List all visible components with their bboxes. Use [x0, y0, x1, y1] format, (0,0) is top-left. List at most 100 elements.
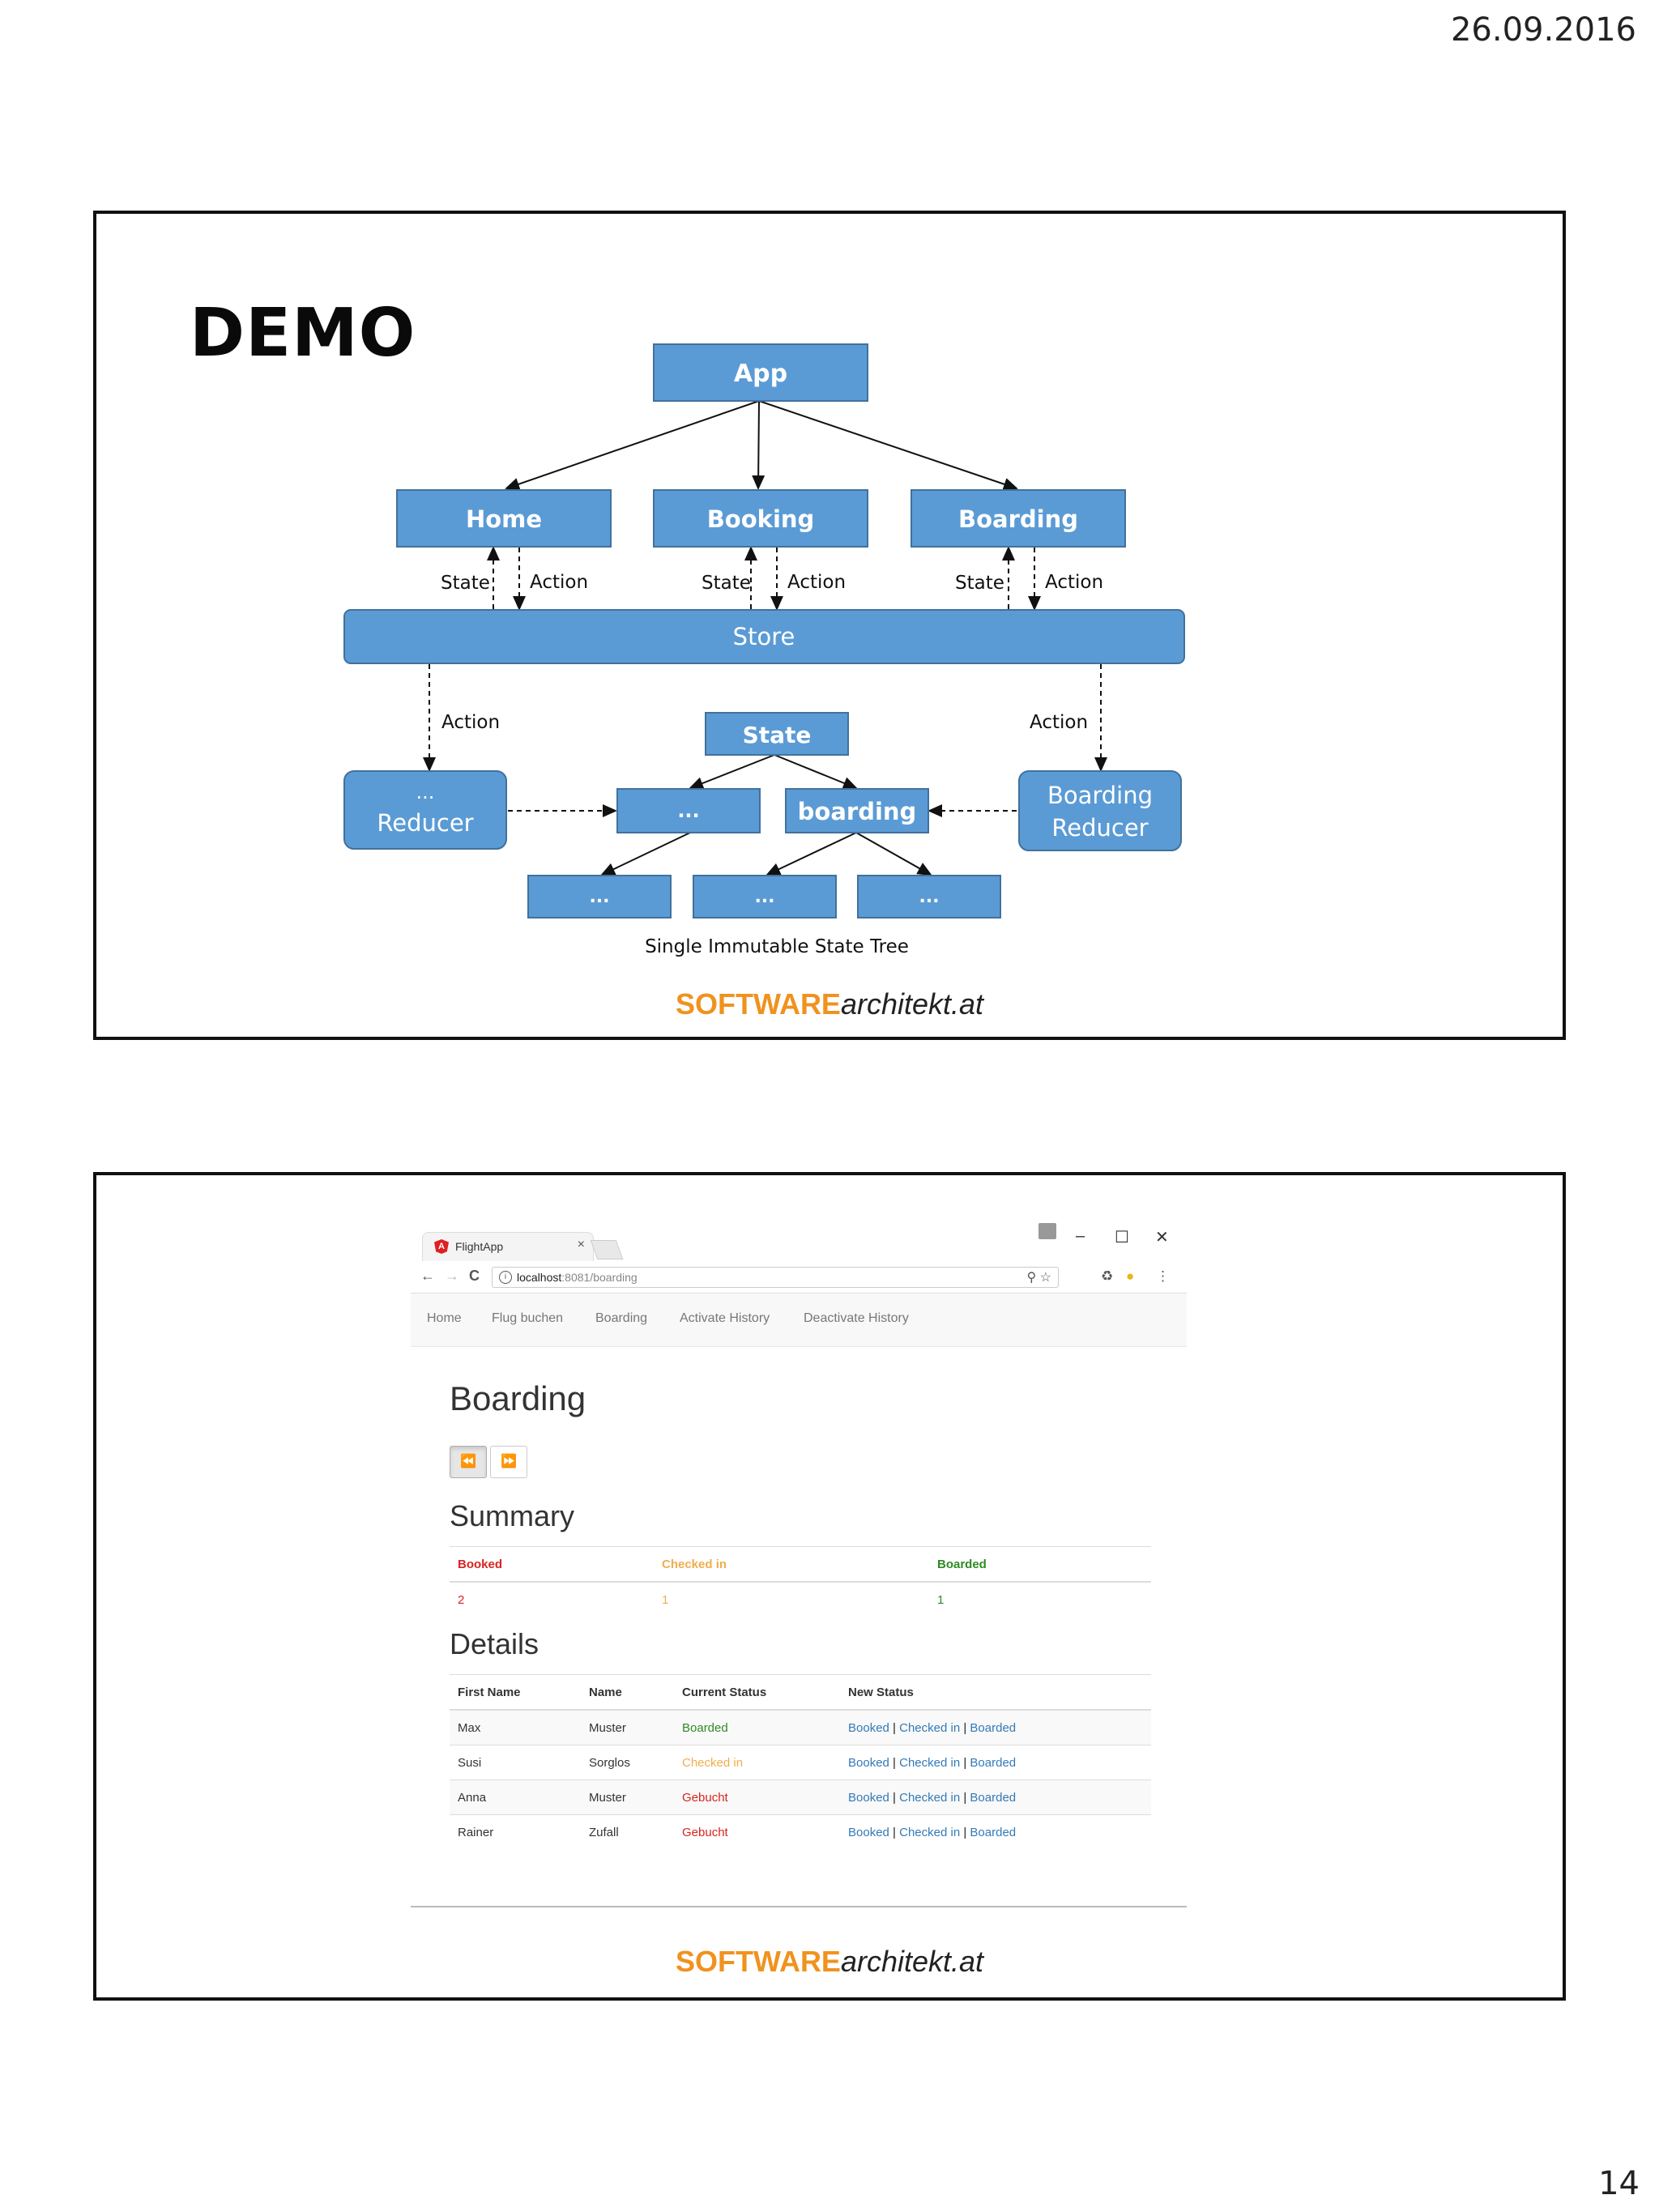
summary-value-boarded: 1 [929, 1581, 1151, 1617]
link-set-booked[interactable]: Booked [848, 1790, 889, 1805]
link-set-booked[interactable]: Booked [848, 1755, 889, 1770]
summary-value-booked: 2 [450, 1581, 654, 1617]
nav-flug-buchen[interactable]: Flug buchen [492, 1311, 564, 1325]
link-set-booked[interactable]: Booked [848, 1825, 889, 1839]
node-leaf-3: ... [857, 875, 1001, 918]
summary-header-boarded: Boarded [929, 1546, 1151, 1583]
link-set-checked-in[interactable]: Checked in [899, 1720, 961, 1735]
history-back-button[interactable]: ⏪ [450, 1446, 487, 1478]
zoom-bookmark-icons[interactable]: ⚲ ☆ [1026, 1271, 1051, 1285]
label-boarding-action: Action [1045, 572, 1103, 593]
link-set-checked-in[interactable]: Checked in [899, 1755, 961, 1770]
new-tab-button[interactable] [590, 1240, 624, 1259]
node-state-root-label: State [743, 722, 812, 748]
cell-new-status: Booked | Checked in | Boarded [840, 1709, 1151, 1745]
nav-home[interactable]: Home [427, 1311, 462, 1325]
page-number: 14 [1598, 2165, 1640, 2202]
table-row: Rainer Zufall Gebucht Booked | Checked i… [450, 1814, 1151, 1849]
cell-current-status: Checked in [674, 1745, 840, 1780]
url-input[interactable]: i localhost:8081/boarding ⚲ ☆ [492, 1267, 1059, 1288]
cell-new-status: Booked | Checked in | Boarded [840, 1779, 1151, 1815]
label-home-state: State [441, 573, 490, 594]
node-leaf-3-label: ... [919, 887, 939, 907]
browser-tab[interactable]: A FlightApp × [422, 1232, 594, 1261]
browser-menu-icon[interactable]: ⋮ [1156, 1268, 1170, 1284]
minimize-icon[interactable]: – [1076, 1227, 1085, 1245]
node-home-label: Home [466, 505, 542, 533]
link-set-checked-in[interactable]: Checked in [899, 1790, 961, 1805]
cell-first-name: Anna [450, 1779, 581, 1815]
edge-app-home [505, 400, 760, 491]
app-navbar: Home Flug buchen Boarding Activate Histo… [411, 1294, 1187, 1347]
separator: | [893, 1720, 896, 1735]
extension-recycle-icon[interactable]: ♻ [1101, 1268, 1114, 1284]
slide-demo-diagram: DEMO App [93, 211, 1566, 1040]
node-home: Home [396, 489, 612, 548]
cell-first-name: Max [450, 1709, 581, 1745]
node-leaf-1-label: ... [589, 887, 609, 907]
nav-deactivate-history[interactable]: Deactivate History [804, 1311, 909, 1325]
node-store: Store [343, 609, 1185, 664]
link-set-boarded[interactable]: Boarded [970, 1720, 1017, 1735]
node-leaf-2-label: ... [754, 887, 774, 907]
node-boarding: Boarding [911, 489, 1126, 548]
cell-first-name: Susi [450, 1745, 581, 1780]
summary-header-checked-in: Checked in [654, 1546, 929, 1583]
link-set-boarded[interactable]: Boarded [970, 1755, 1017, 1770]
nav-boarding[interactable]: Boarding [595, 1311, 648, 1325]
cell-new-status: Booked | Checked in | Boarded [840, 1814, 1151, 1849]
redux-architecture-diagram: App Home Booking Boarding State Action S… [343, 343, 1185, 957]
node-state-child-generic-label: ... [677, 799, 699, 822]
label-reducer-action: Action [441, 712, 500, 733]
node-state-child-boarding-label: boarding [798, 798, 917, 825]
slide-title: DEMO [190, 295, 416, 372]
tab-strip: A FlightApp × – ☐ ✕ [411, 1209, 1187, 1263]
history-forward-button[interactable]: ⏩ [490, 1446, 527, 1478]
link-set-booked[interactable]: Booked [848, 1720, 889, 1735]
table-row: Anna Muster Gebucht Booked | Checked in … [450, 1779, 1151, 1815]
cell-name: Muster [581, 1709, 674, 1745]
details-title: Details [450, 1627, 539, 1660]
brand-logo-bold: SOFTWARE [675, 987, 841, 1021]
link-set-boarded[interactable]: Boarded [970, 1790, 1017, 1805]
brand-logo-rest: architekt.at [840, 987, 984, 1021]
slide-demo-screenshot: A FlightApp × – ☐ ✕ ← → C i localhost:80… [93, 1172, 1566, 2001]
label-booking-state: State [702, 573, 751, 594]
link-set-boarded[interactable]: Boarded [970, 1825, 1017, 1839]
tab-close-icon[interactable]: × [577, 1238, 585, 1251]
nav-activate-history[interactable]: Activate History [680, 1311, 770, 1325]
details-header-current-status: Current Status [674, 1674, 840, 1711]
back-icon[interactable]: ← [420, 1268, 435, 1284]
browser-bottom-border [411, 1906, 1187, 1907]
reload-icon[interactable]: C [469, 1268, 480, 1284]
separator: | [963, 1790, 967, 1805]
separator: | [893, 1790, 896, 1805]
summary-table: Booked Checked in Boarded 2 1 1 [450, 1546, 1151, 1617]
extension-redux-icon[interactable]: ● [1126, 1268, 1135, 1284]
cell-first-name: Rainer [450, 1814, 581, 1849]
link-set-checked-in[interactable]: Checked in [899, 1825, 961, 1839]
edge-child-leaf1 [600, 832, 691, 876]
browser-window: A FlightApp × – ☐ ✕ ← → C i localhost:80… [411, 1209, 1187, 1907]
details-header-name: Name [581, 1674, 674, 1711]
details-header-first-name: First Name [450, 1674, 581, 1711]
summary-header-booked: Booked [450, 1546, 654, 1583]
url-text: localhost:8081/boarding [517, 1271, 638, 1284]
page-date: 26.09.2016 [1450, 11, 1636, 49]
table-row: Susi Sorglos Checked in Booked | Checked… [450, 1745, 1151, 1780]
profile-icon[interactable] [1038, 1223, 1056, 1239]
forward-icon[interactable]: → [445, 1268, 459, 1284]
edge-boarding-leaf2 [766, 832, 857, 876]
summary-title: Summary [450, 1499, 575, 1532]
maximize-icon[interactable]: ☐ [1115, 1229, 1129, 1247]
edge-boarding-leaf3 [855, 832, 932, 876]
cell-new-status: Booked | Checked in | Boarded [840, 1745, 1151, 1780]
label-home-action: Action [530, 572, 588, 593]
info-icon[interactable]: i [499, 1271, 512, 1284]
close-window-icon[interactable]: ✕ [1155, 1229, 1169, 1247]
separator: | [893, 1755, 896, 1770]
brand-logo-bold: SOFTWARE [675, 1945, 841, 1978]
brand-logo: SOFTWAREarchitekt.at [96, 987, 1563, 1021]
diagram-caption: Single Immutable State Tree [645, 936, 909, 957]
label-booking-action: Action [787, 572, 846, 593]
